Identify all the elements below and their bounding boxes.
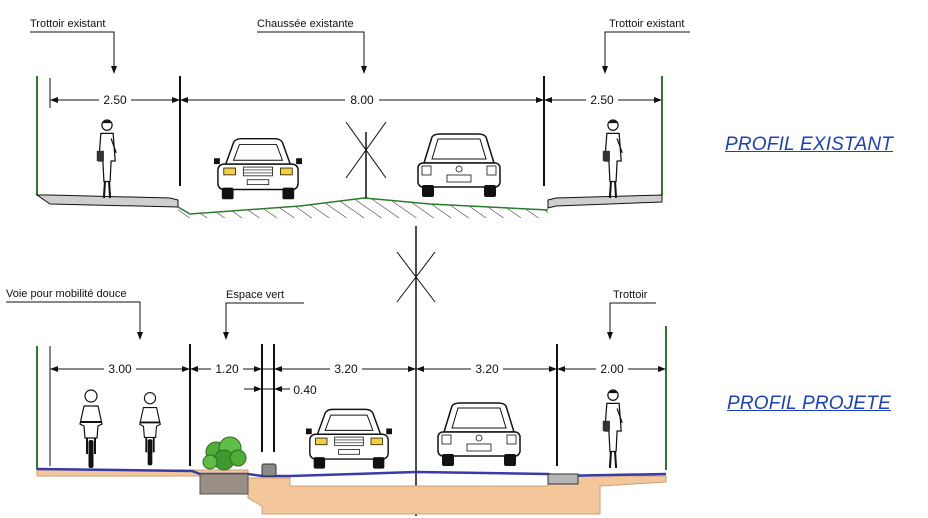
projected-dim-green: 1.20 xyxy=(215,362,239,376)
cyclist-icon xyxy=(79,389,103,469)
car-rear-icon xyxy=(437,402,521,467)
existing-left-sidewalk-label: Trottoir existant xyxy=(30,18,105,30)
pedestrian-icon xyxy=(601,388,624,470)
projected-soft-lane-label: Voie pour mobilité douce xyxy=(6,288,126,300)
projected-dim-sidewalk: 2.00 xyxy=(600,362,624,376)
profile-existing-title: PROFIL EXISTANT xyxy=(725,134,894,155)
car-front-icon xyxy=(306,408,392,470)
pedestrian-icon xyxy=(95,118,118,200)
existing-dim-right: 2.50 xyxy=(590,93,614,107)
existing-roadway-label: Chaussée existante xyxy=(257,18,354,30)
existing-dim-left: 2.50 xyxy=(103,93,127,107)
pedestrian-icon xyxy=(601,118,624,200)
projected-green-label: Espace vert xyxy=(226,289,284,301)
projected-dim-lane-left: 3.20 xyxy=(334,362,358,376)
projected-dim-lane-right: 3.20 xyxy=(475,362,499,376)
bush-icon xyxy=(202,436,247,471)
existing-dim-center: 8.00 xyxy=(350,93,374,107)
profile-projected-title: PROFIL PROJETE xyxy=(727,393,891,414)
car-front-icon xyxy=(214,137,302,201)
projected-dim-soft: 3.00 xyxy=(108,362,132,376)
projected-dim-kerb: 0.40 xyxy=(293,383,317,397)
projected-profile: Voie pour mobilité douce Espace vert Tro… xyxy=(6,288,667,515)
car-rear-icon xyxy=(417,133,501,198)
existing-profile: Trottoir existant Chaussée existante Tro… xyxy=(30,18,690,218)
cyclist-icon xyxy=(138,391,162,467)
existing-right-sidewalk-label: Trottoir existant xyxy=(609,18,684,30)
projected-sidewalk-label: Trottoir xyxy=(613,289,648,301)
